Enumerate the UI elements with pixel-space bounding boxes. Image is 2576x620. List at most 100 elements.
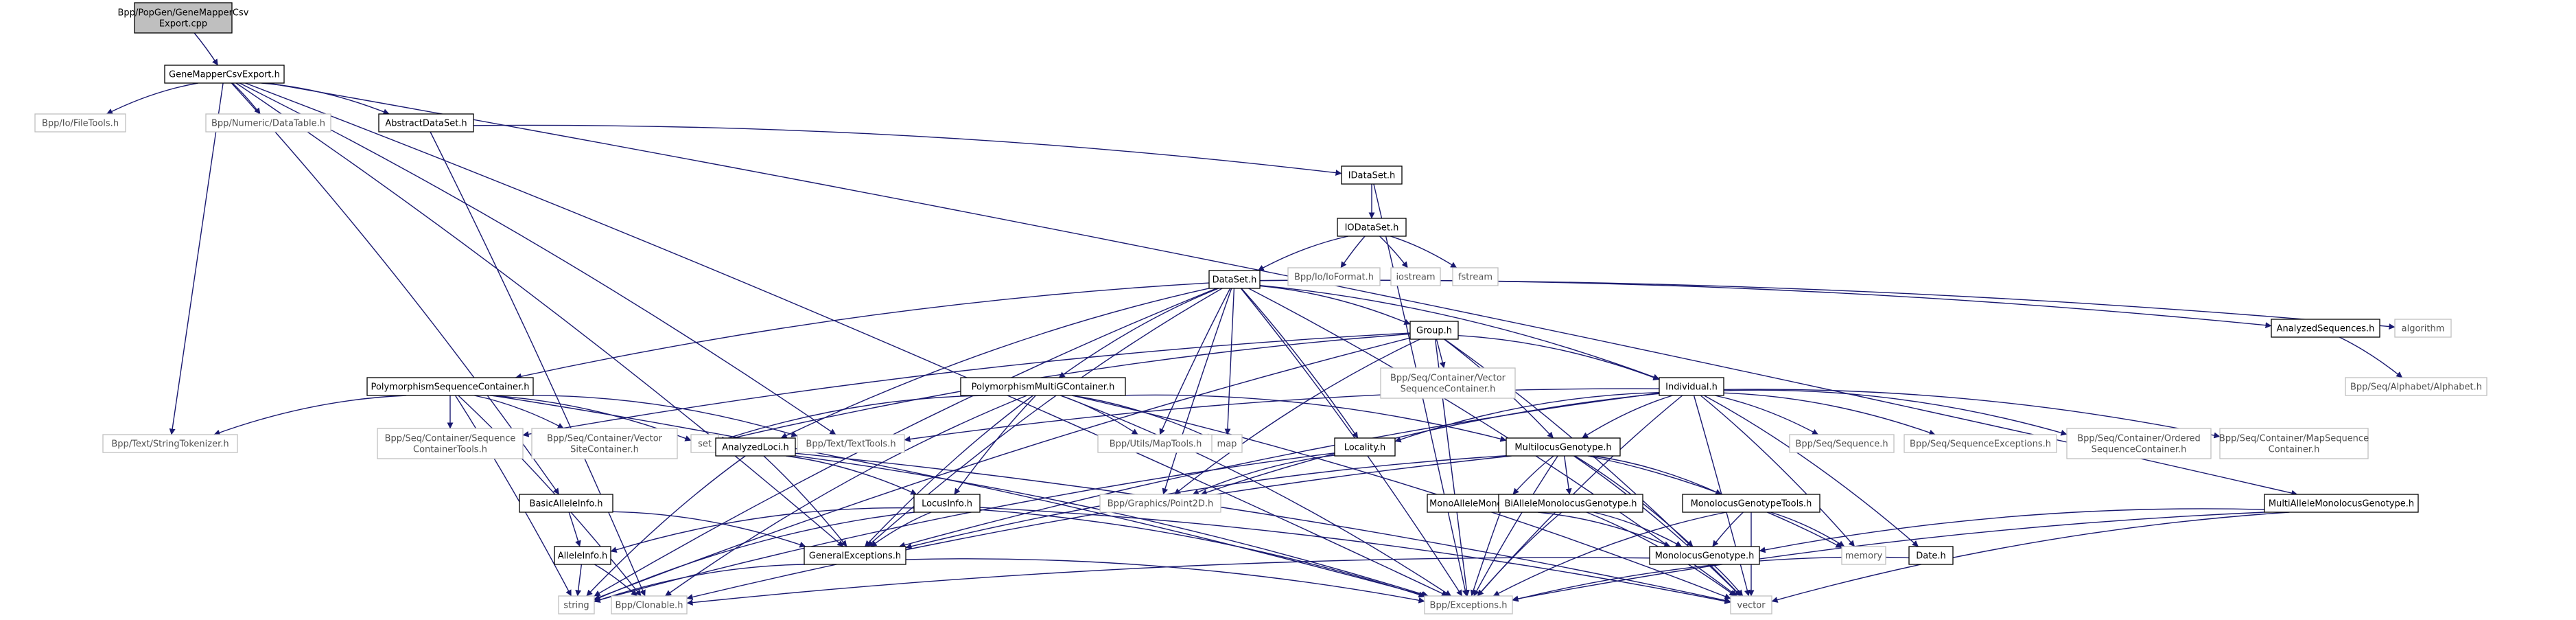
edge-analyzedloci-to-string — [586, 455, 746, 597]
edge-individual-to-memory — [1700, 395, 1855, 547]
node-label: Date.h — [1916, 551, 1945, 562]
edge-mgtools-to-exceptions — [1492, 512, 1726, 597]
nodes-layer: Bpp/PopGen/GeneMapperCsvExport.cppGeneMa… — [34, 2, 2487, 615]
edge-dataset-to-map — [1224, 288, 1235, 435]
node-monolocus[interactable]: MonolocusGenotype.h — [1649, 546, 1760, 565]
edge-iodataset-to-fstream — [1390, 236, 1457, 268]
node-box — [554, 546, 611, 565]
node-abstractds[interactable]: AbstractDataSet.h — [378, 113, 474, 133]
node-root[interactable]: Bpp/PopGen/GeneMapperCsvExport.cpp — [118, 2, 249, 34]
node-algorithm: algorithm — [2394, 319, 2452, 338]
node-clonable: Bpp/Clonable.h — [611, 595, 688, 615]
node-box — [1211, 434, 1243, 453]
edge-analyzedseq-to-alphabet — [2339, 336, 2403, 378]
node-label: Bpp/Seq/Container/Ordered — [2077, 434, 2201, 444]
node-pmgc[interactable]: PolymorphismMultiGContainer.h — [960, 377, 1126, 396]
node-biallele[interactable]: BiAlleleMonolocusGenotype.h — [1498, 494, 1643, 513]
edge-psc-to-string — [454, 395, 572, 597]
edge-individual-to-seqh — [1715, 395, 1819, 435]
node-multiallele[interactable]: MultiAlleleMonolocusGenotype.h — [2264, 494, 2419, 513]
node-multilocus[interactable]: MultilocusGenotype.h — [1506, 437, 1621, 457]
node-date[interactable]: Date.h — [1908, 546, 1954, 565]
node-label: Bpp/PopGen/GeneMapperCsv — [118, 8, 249, 19]
node-box — [611, 595, 688, 615]
edge-individual-to-genexc — [898, 392, 1660, 549]
node-box — [797, 434, 905, 453]
node-label: BasicAlleleInfo.h — [530, 499, 603, 509]
edge-monoallele-to-exceptions — [1470, 512, 1501, 597]
edge-basicallele-to-genexc — [612, 511, 806, 548]
edge-multilocus-to-biallele — [1564, 455, 1572, 495]
node-individual[interactable]: Individual.h — [1659, 377, 1724, 396]
edge-alleleinfo-to-string — [575, 564, 583, 597]
node-box — [1730, 595, 1772, 615]
edge-multilocus-to-mgtools — [1593, 455, 1722, 495]
edge-monoallele-to-monolocus — [1538, 512, 1671, 547]
node-locusinfo[interactable]: LocusInfo.h — [913, 494, 981, 513]
node-label: MonolocusGenotype.h — [1655, 551, 1755, 562]
edge-multilocus-to-vector — [1573, 455, 1742, 597]
node-map: map — [1211, 434, 1243, 453]
node-label: Bpp/Seq/Container/Vector — [1390, 374, 1506, 384]
node-ioformat: Bpp/Io/IoFormat.h — [1287, 267, 1381, 286]
node-analyzedloci[interactable]: AnalyzedLoci.h — [715, 437, 796, 457]
edge-iodataset-to-ioformat — [1340, 236, 1366, 268]
node-string: string — [558, 595, 595, 615]
edge-gmce-to-multiallele — [268, 82, 2298, 496]
node-box — [1337, 218, 1407, 237]
edge-locusinfo-to-alleleinfo — [610, 507, 915, 553]
node-sctools: Bpp/Seq/Container/SequenceContainerTools… — [377, 428, 524, 459]
node-genexc[interactable]: GeneralExceptions.h — [804, 546, 906, 565]
node-label: ContainerTools.h — [413, 445, 487, 455]
node-seqh: Bpp/Seq/Sequence.h — [1789, 434, 1895, 453]
node-label: map — [1217, 439, 1237, 450]
node-datatable: Bpp/Numeric/DataTable.h — [205, 113, 331, 133]
node-mgtools[interactable]: MonolocusGenotypeTools.h — [1682, 494, 1820, 513]
edge-abstractds-to-idataset — [473, 124, 1342, 176]
node-label: fstream — [1458, 273, 1492, 283]
node-idataset[interactable]: IDataSet.h — [1341, 165, 1403, 185]
edge-gmce-to-datatable — [232, 82, 261, 115]
node-box — [366, 377, 534, 396]
node-texttools: Bpp/Text/TextTools.h — [797, 434, 905, 453]
edge-abstractds-to-clonable — [430, 131, 646, 597]
node-box — [960, 377, 1126, 396]
node-box — [1099, 494, 1221, 513]
node-box — [102, 434, 238, 453]
node-basicallele[interactable]: BasicAlleleInfo.h — [519, 494, 613, 513]
node-fstream: fstream — [1452, 267, 1499, 286]
edge-group-to-set — [718, 333, 1411, 444]
node-label: Bpp/Seq/Container/Vector — [547, 434, 663, 444]
edge-pmgc-to-genexc — [864, 395, 1033, 547]
edge-locusinfo-to-exceptions — [979, 509, 1425, 598]
edge-group-to-vsc — [1436, 338, 1446, 369]
node-label: DataSet.h — [1213, 275, 1257, 286]
node-box — [2271, 319, 2380, 338]
edge-individual-to-osc — [1723, 389, 2068, 436]
node-box — [134, 2, 233, 34]
node-locality[interactable]: Locality.h — [1334, 437, 1396, 457]
node-box — [378, 113, 474, 133]
node-box — [34, 113, 126, 133]
node-psc[interactable]: PolymorphismSequenceContainer.h — [366, 377, 534, 396]
edge-locusinfo-to-string — [594, 512, 915, 601]
node-iodataset[interactable]: IODataSet.h — [1337, 218, 1407, 237]
edge-dataset-to-maptools — [1159, 288, 1231, 435]
node-box — [1334, 437, 1396, 457]
edge-multilocus-to-exceptions — [1473, 455, 1558, 597]
node-label: GeneralExceptions.h — [809, 551, 901, 562]
node-label: BiAlleleMonolocusGenotype.h — [1504, 499, 1637, 509]
node-group[interactable]: Group.h — [1409, 321, 1459, 340]
edge-psc-to-vsitec — [474, 395, 564, 429]
node-gmce[interactable]: GeneMapperCsvExport.h — [164, 65, 285, 84]
node-box — [558, 595, 595, 615]
node-label: Bpp/Numeric/DataTable.h — [211, 119, 325, 129]
edge-dataset-to-pmgc — [1058, 288, 1219, 378]
node-dataset[interactable]: DataSet.h — [1208, 270, 1261, 289]
node-alleleinfo[interactable]: AlleleInfo.h — [554, 546, 611, 565]
node-point2d: Bpp/Graphics/Point2D.h — [1099, 494, 1221, 513]
node-box — [519, 494, 613, 513]
node-analyzedseq[interactable]: AnalyzedSequences.h — [2271, 319, 2380, 338]
